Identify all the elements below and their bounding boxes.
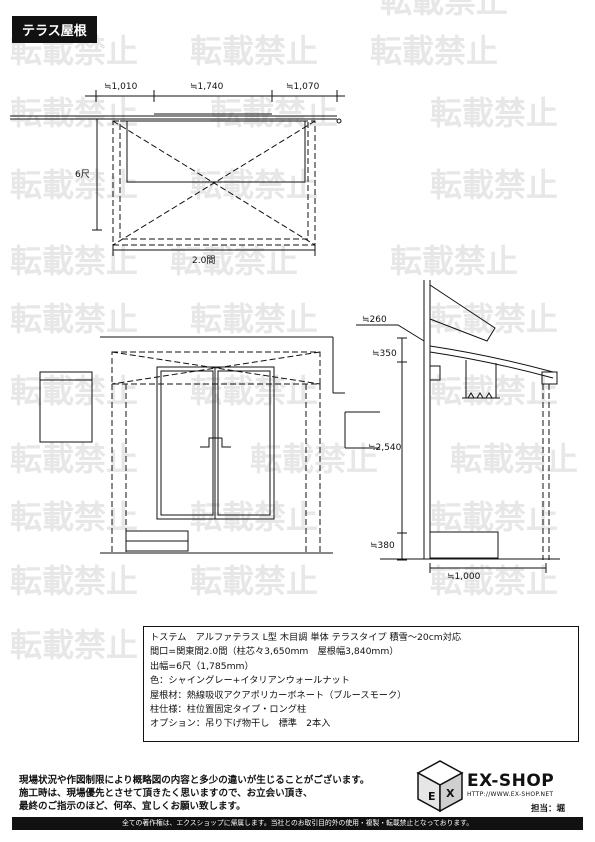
watermark-text: 転載禁止 bbox=[190, 562, 318, 600]
copyright-footer: 全ての著作権は、エクスショップに帰属します。当社とのお取引目的外の使用・複製・転… bbox=[12, 817, 583, 830]
note-line: 現場状況や作図制限により概略図の内容と多少の違いが生じることがございます。 bbox=[19, 775, 370, 786]
logo-name: EX-SHOP bbox=[467, 771, 555, 791]
plan-dim-left: ≒1,010 bbox=[104, 82, 138, 92]
watermark-text: 転載禁止 bbox=[430, 300, 558, 338]
watermark-text: 転載禁止 bbox=[390, 242, 518, 280]
note-line: 最終のご指示のほど、何卒、宜しくお願い致します。 bbox=[19, 801, 246, 812]
watermark-text: 転載禁止 bbox=[10, 300, 138, 338]
exshop-logo-icon: E X bbox=[416, 760, 464, 813]
svg-text:X: X bbox=[446, 787, 455, 800]
spec-line: 屋根材：熱線吸収アクアポリカーボネート（ブルースモーク） bbox=[150, 689, 407, 701]
side-dim-1000: ≒1,000 bbox=[447, 572, 481, 582]
watermark-text: 転載禁止 bbox=[250, 440, 378, 478]
watermark-text: 転載禁止 bbox=[430, 498, 558, 536]
watermark-text: 転載禁止 bbox=[10, 562, 138, 600]
watermark-text: 転載禁止 bbox=[430, 94, 558, 132]
watermark-text: 転載禁止 bbox=[190, 32, 318, 70]
plan-width-label: 2.0間 bbox=[192, 255, 215, 266]
spec-box: トステム アルファテラス L型 木目調 単体 テラスタイプ 積雪～20cm対応 … bbox=[143, 626, 579, 742]
side-dim-350: ≒350 bbox=[372, 349, 397, 359]
watermark-text: 転載禁止 bbox=[10, 440, 138, 478]
watermark-text: 転載禁止 bbox=[10, 626, 138, 664]
watermark-text: 転載禁止 bbox=[430, 372, 558, 410]
watermark-text: 転載禁止 bbox=[370, 32, 498, 70]
watermark-text: 転載禁止 bbox=[430, 166, 558, 204]
svg-text:E: E bbox=[428, 790, 436, 803]
watermark-text: 転載禁止 bbox=[190, 372, 318, 410]
watermark-text: 転載禁止 bbox=[190, 166, 318, 204]
side-dim-2540: ≒2,540 bbox=[368, 443, 402, 453]
front-elevation bbox=[39, 336, 380, 554]
watermark-text: 転載禁止 bbox=[10, 94, 138, 132]
site-notes: 現場状況や作図制限により概略図の内容と多少の違いが生じることがございます。 施工… bbox=[19, 774, 369, 813]
staff-label: 担当：堀 bbox=[531, 804, 566, 814]
logo-url: HTTP://WWW.EX-SHOP.NET bbox=[467, 791, 554, 798]
spec-line: 間口=関東間2.0間（柱芯々3,650mm 屋根幅3,840mm） bbox=[150, 646, 399, 658]
page-title-badge: テラス屋根 bbox=[12, 16, 97, 43]
plan-depth-label: 6尺 bbox=[75, 169, 90, 180]
watermark-text: 転載禁止 bbox=[10, 498, 138, 536]
plan-view: ≒1,010 ≒1,740 ≒1,070 6尺 2.0間 bbox=[10, 82, 345, 266]
watermark-layer: 転載禁止転載禁止転載禁止転載禁止転載禁止転載禁止転載禁止転載禁止転載禁止転載禁止… bbox=[10, 0, 578, 664]
side-elevation: ≒260 ≒350 ≒2,540 ≒380 ≒1,000 bbox=[356, 280, 560, 582]
watermark-text: 転載禁止 bbox=[380, 0, 508, 20]
spec-line: トステム アルファテラス L型 木目調 単体 テラスタイプ 積雪～20cm対応 bbox=[150, 632, 462, 643]
side-dim-380: ≒380 bbox=[370, 541, 395, 551]
spec-line: 柱仕様：柱位置固定タイプ・ロング柱 bbox=[150, 703, 307, 715]
spec-line: 色：シャイングレー+イタリアンウォールナット bbox=[150, 675, 350, 687]
watermark-text: 転載禁止 bbox=[170, 242, 298, 280]
watermark-text: 転載禁止 bbox=[190, 498, 318, 536]
spec-line: オプション：吊り下げ物干し 標準 2本入 bbox=[150, 718, 331, 730]
watermark-text: 転載禁止 bbox=[450, 440, 578, 478]
watermark-text: 転載禁止 bbox=[10, 166, 138, 204]
plan-dim-right: ≒1,070 bbox=[286, 82, 320, 92]
watermark-text: 転載禁止 bbox=[10, 242, 138, 280]
watermark-text: 転載禁止 bbox=[190, 300, 318, 338]
side-dim-260: ≒260 bbox=[362, 315, 387, 325]
spec-line: 出幅=6尺（1,785mm） bbox=[150, 660, 254, 672]
note-line: 施工時は、現場優先とさせて頂きたく思いますので、お立会い頂き、 bbox=[19, 788, 313, 799]
plan-dim-center: ≒1,740 bbox=[190, 82, 224, 92]
watermark-text: 転載禁止 bbox=[210, 94, 338, 132]
watermark-text: 転載禁止 bbox=[10, 372, 138, 410]
